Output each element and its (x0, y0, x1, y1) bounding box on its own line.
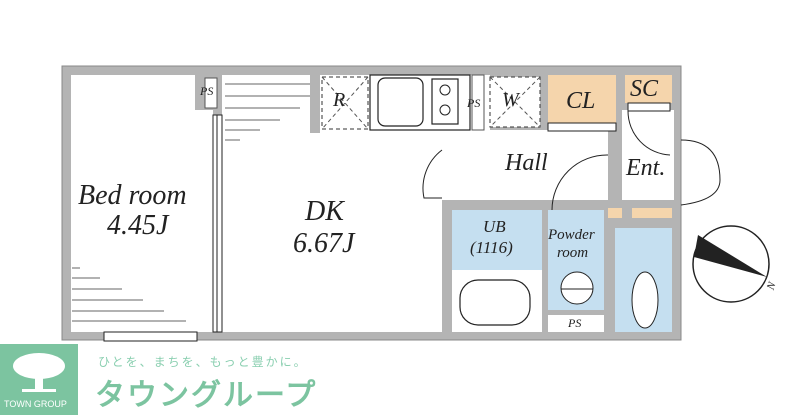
dk-size: 6.67J (293, 228, 355, 259)
ps-label-3: PS (568, 316, 582, 330)
dk-label: DK (305, 196, 344, 227)
tree-icon (13, 353, 65, 392)
hall-label: Hall (505, 150, 548, 176)
ps-label-2: PS (467, 96, 481, 110)
brand-name: タウングループ (95, 378, 318, 413)
refrigerator-label: R (333, 89, 346, 111)
bedroom-label: Bed room (78, 180, 187, 211)
floor-plan (61, 65, 770, 342)
bedroom-size: 4.45J (107, 210, 169, 241)
entrance-label: Ent. (626, 155, 666, 181)
town-group-logo (0, 344, 78, 415)
ub-size: (1116) (470, 238, 513, 257)
closet-label: CL (566, 88, 596, 114)
ps-label-1: PS (200, 84, 214, 98)
ub-label: UB (483, 217, 506, 236)
slogan: ひとを、まちを、もっと豊かに。 (98, 355, 308, 369)
washer-label: W (502, 89, 519, 111)
shoe-closet-label: SC (630, 76, 659, 102)
powder-label-2: room (557, 245, 589, 261)
logo-text: TOWN GROUP (4, 399, 67, 409)
powder-label: Powder (548, 227, 595, 243)
